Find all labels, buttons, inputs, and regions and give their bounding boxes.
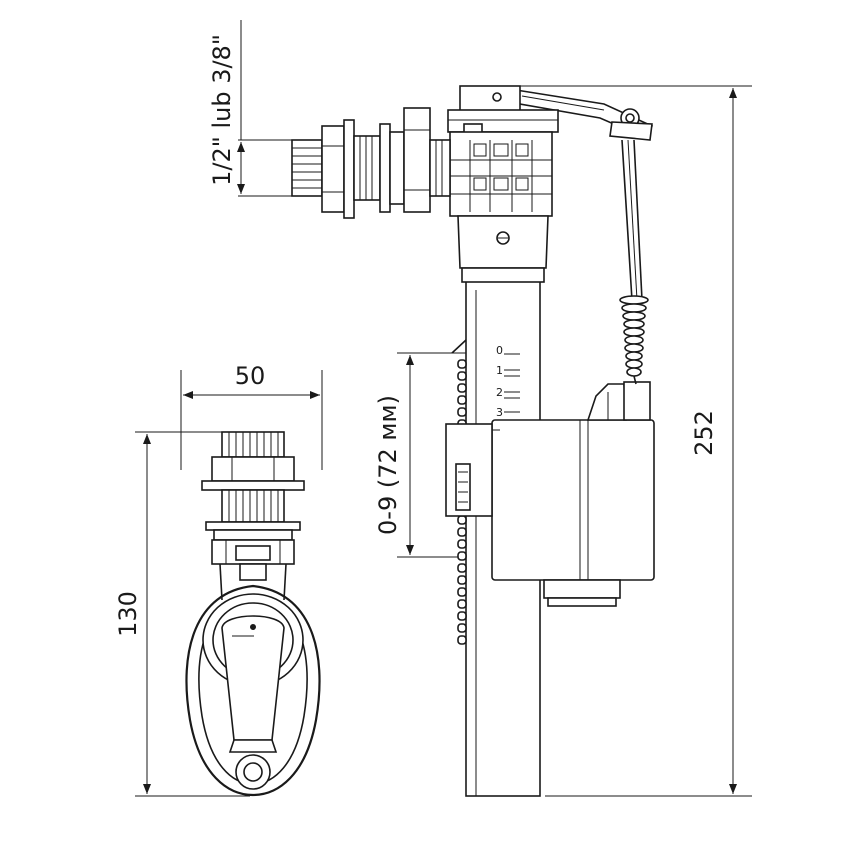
float-scale-2: 2 (496, 386, 503, 399)
float-scale: 0 1 2 3 (496, 344, 520, 419)
dimension-height-total: 252 (520, 85, 752, 797)
valve-cage-grid (450, 140, 552, 212)
float-rod (619, 139, 649, 385)
float-scale-3: 3 (496, 406, 503, 419)
dimension-height-front: 130 (114, 431, 250, 797)
dimension-thread-label: 1/2" lub 3/8" (208, 34, 236, 186)
float-scale-0: 0 (496, 344, 503, 357)
dimension-adjust-range-label: 0-9 (72 мм) (374, 395, 402, 535)
dimension-height-total-label: 252 (690, 410, 718, 456)
dimension-width: 50 (180, 362, 323, 470)
dimension-width-label: 50 (235, 362, 266, 390)
dimension-height-front-label: 130 (114, 591, 142, 637)
front-view (185, 431, 321, 797)
dimension-adjust-range: 0-9 (72 мм) (374, 352, 470, 558)
inlet-connector (291, 107, 451, 219)
side-view: 0 1 2 3 (291, 85, 655, 797)
float-scale-1: 1 (496, 364, 503, 377)
front-thread-lines (228, 432, 279, 457)
